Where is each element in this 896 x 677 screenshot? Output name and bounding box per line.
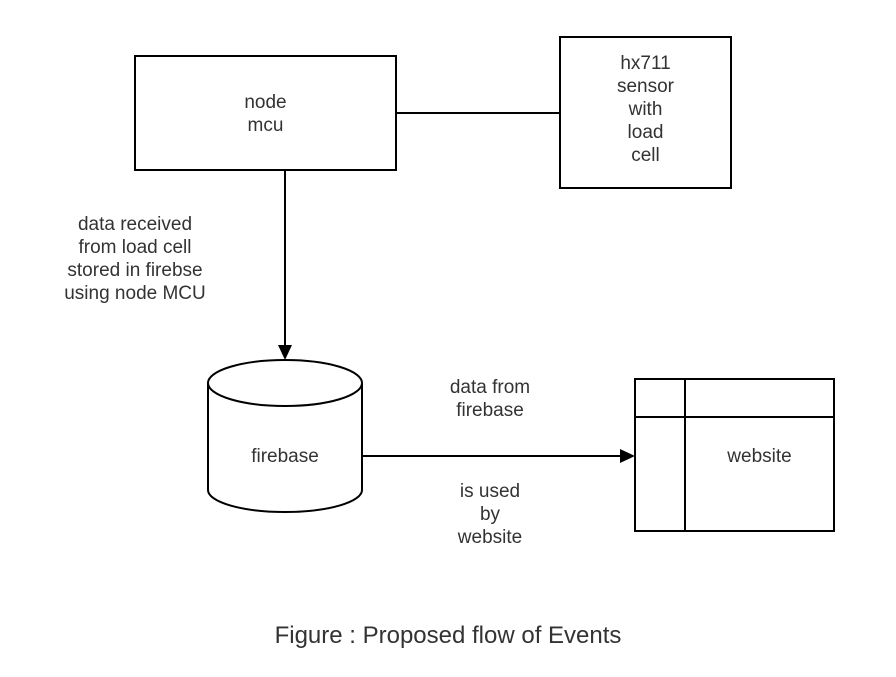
node-mcu-label: node mcu <box>244 92 287 136</box>
website-label: website <box>727 446 792 467</box>
arrowhead-right-icon <box>620 449 635 463</box>
firebase-cylinder <box>207 359 363 513</box>
figure-caption: Figure : Proposed flow of Events <box>274 622 622 649</box>
sensor-box <box>559 36 732 189</box>
edge-node-firebase-label: data received from load cell stored in f… <box>64 214 206 304</box>
sensor-label: hx711 sensor with load cell <box>616 53 675 166</box>
firebase-label: firebase <box>251 446 319 467</box>
edge-firebase-website-label-below: is used by website <box>457 481 523 548</box>
website-box <box>634 378 835 532</box>
arrowhead-down-icon <box>278 345 292 360</box>
edge-firebase-website-label-above: data from firebase <box>449 377 531 421</box>
node-mcu-box <box>134 55 397 171</box>
